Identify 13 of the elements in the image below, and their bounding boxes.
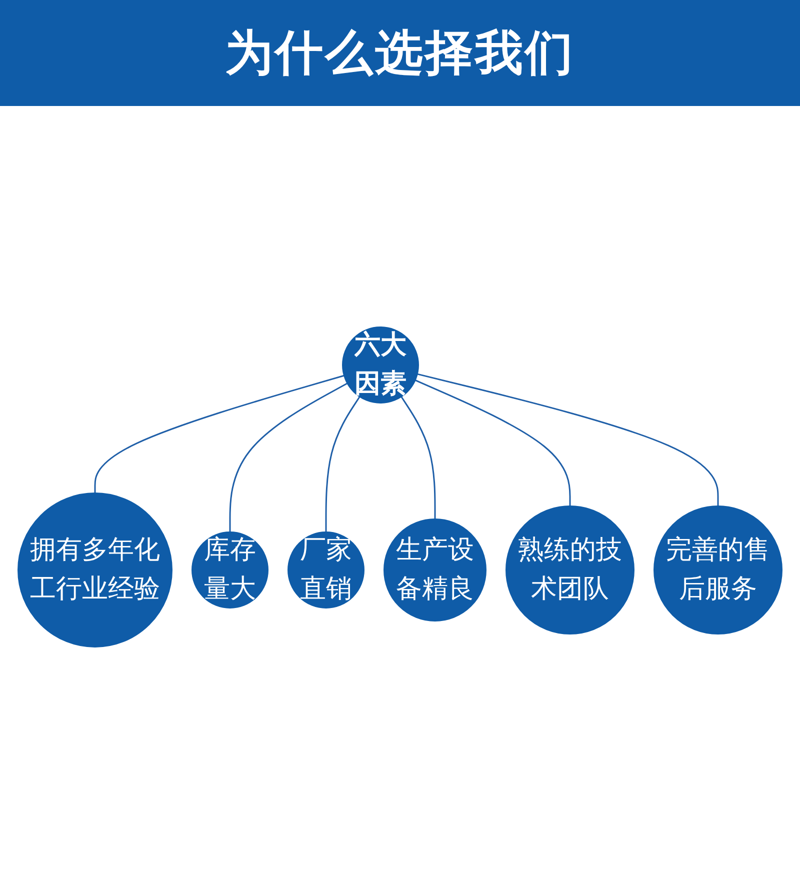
connector [400, 396, 436, 518]
connector [325, 396, 360, 532]
node-circle: 库存量大 [192, 531, 268, 608]
node-circle: 完善的售后服务 [654, 505, 782, 634]
title-banner: 为什么选择我们 [0, 0, 800, 106]
connector [94, 374, 344, 492]
node-circle: 厂家直销 [288, 531, 364, 608]
node-circle: 熟练的技术团队 [506, 505, 634, 634]
connector [415, 379, 571, 506]
connector [229, 382, 348, 532]
connector [417, 372, 719, 506]
node-circle: 生产设备精良 [384, 518, 486, 621]
node-circle: 拥有多年化工行业经验 [18, 492, 172, 647]
